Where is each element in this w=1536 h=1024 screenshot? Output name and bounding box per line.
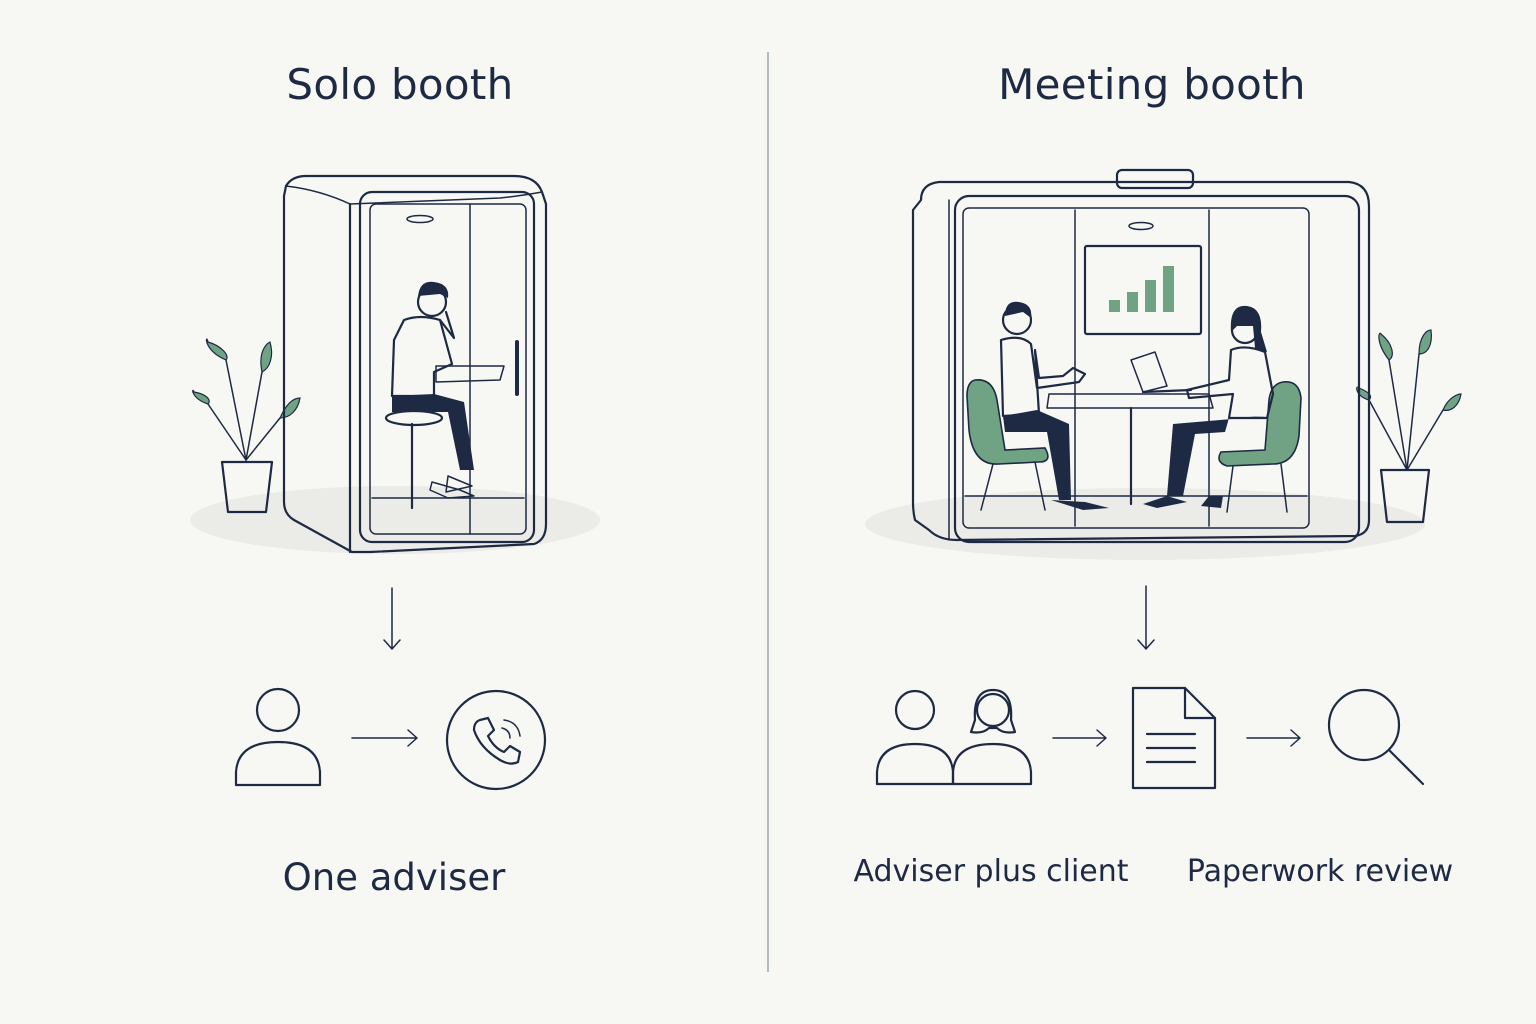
meeting-booth-title: Meeting booth xyxy=(998,60,1306,109)
paperwork-review-caption: Paperwork review xyxy=(1186,854,1454,889)
phone-call-icon xyxy=(445,689,547,791)
person-icon xyxy=(234,687,322,787)
solo-booth-panel: Solo booth xyxy=(190,60,600,899)
arrow-right-icon xyxy=(1246,729,1301,747)
plant-icon xyxy=(192,338,301,514)
solo-booth-caption: One adviser xyxy=(282,856,506,899)
magnifier-icon xyxy=(1327,688,1425,786)
client-figure xyxy=(1143,305,1275,508)
solo-booth-illustration xyxy=(190,174,600,554)
down-arrow-icon xyxy=(383,587,401,650)
two-people-icon xyxy=(875,688,1033,786)
down-arrow-icon xyxy=(1137,585,1155,650)
adviser-plus-client-caption: Adviser plus client xyxy=(853,854,1129,889)
adviser-figure xyxy=(999,301,1109,510)
solo-booth-title: Solo booth xyxy=(286,60,514,109)
panel-divider xyxy=(767,52,769,972)
meeting-booth-illustration xyxy=(865,168,1462,560)
document-icon xyxy=(1131,686,1217,790)
adviser-figure xyxy=(390,281,475,499)
arrow-right-icon xyxy=(1052,729,1107,747)
plant-icon xyxy=(1356,329,1462,524)
meeting-booth-panel: Meeting booth xyxy=(769,0,1536,1024)
arrow-right-icon xyxy=(351,729,418,747)
